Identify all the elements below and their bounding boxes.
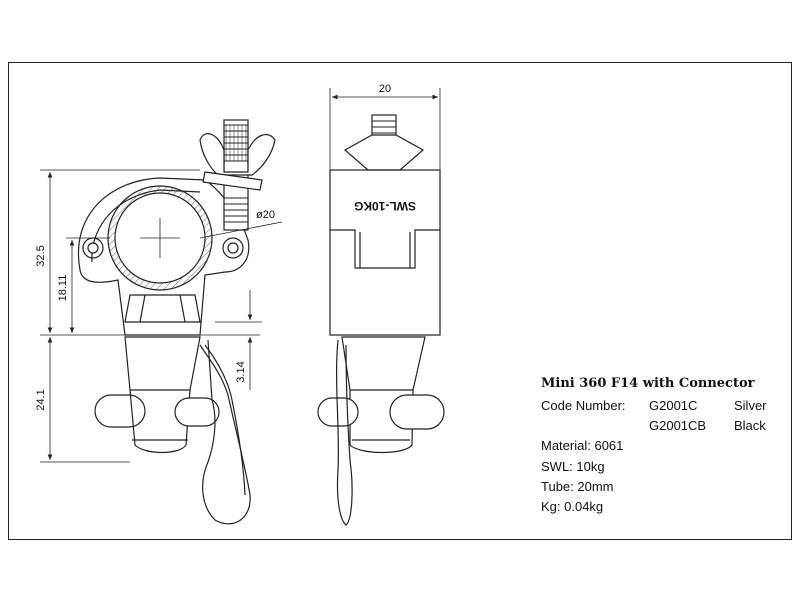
hex-nut [124,294,201,323]
r-clip [199,339,251,525]
tube-spec: Tube: 20mm [541,479,614,494]
side-dimensions [329,88,441,170]
dim-height-small: 3.14 [235,361,247,382]
dim-height-connector: 24.1 [35,389,47,410]
connector-body [124,336,201,454]
side-view [317,114,445,526]
color-2: Black [734,418,766,433]
code-number-1: G2001C [649,398,698,413]
side-r-clip [335,339,353,526]
drawing-border [8,62,792,540]
washer-plate [202,171,263,191]
product-title: Mini 360 F14 with Connector [541,376,755,391]
side-wing-nut [343,134,425,171]
side-cross-pin-right [389,394,445,430]
cross-pin [94,394,146,428]
color-1: Silver [734,398,767,413]
dim-width: 20 [379,83,391,95]
dim-height-center: 18.11 [57,275,69,302]
swl-spec: SWL: 10kg [541,459,605,474]
side-clamp-block [329,169,441,336]
code-number-label: Code Number: [541,398,626,413]
dim-diameter: ø20 [256,209,275,221]
front-dimensions [40,169,283,463]
clamp-body [77,177,250,336]
right-bolt [222,237,244,259]
dim-height-total: 32.5 [35,245,47,266]
code-number-2: G2001CB [649,418,707,433]
wing-nut [199,133,276,176]
weight-spec: Kg: 0.04kg [541,499,604,514]
material-spec: Material: 6061 [541,438,624,453]
engraving-label: SWL-10KG [354,199,416,213]
